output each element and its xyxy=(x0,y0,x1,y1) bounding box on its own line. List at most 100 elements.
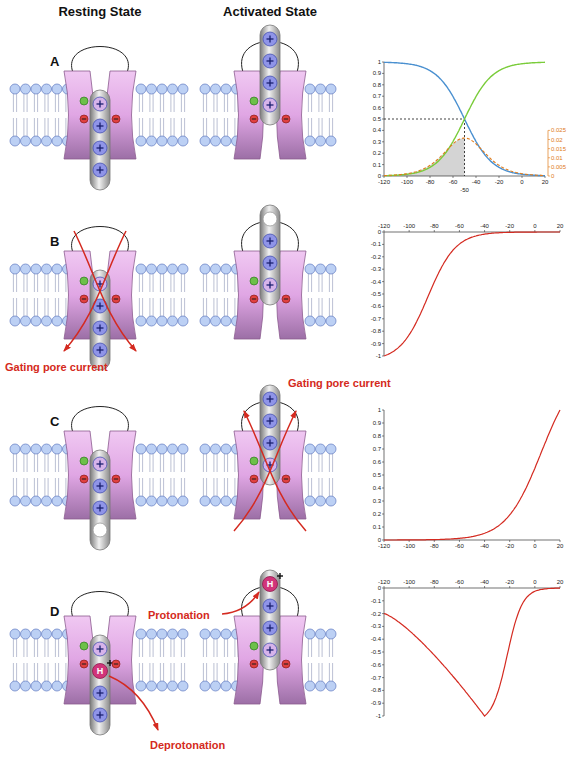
lipid-tail xyxy=(206,273,207,292)
lipid-head xyxy=(316,136,326,146)
lipid-head xyxy=(42,264,52,274)
lipid-head xyxy=(178,264,188,274)
s4-helix xyxy=(90,450,110,550)
lipid-tail xyxy=(217,478,218,497)
lipid-tail xyxy=(234,118,235,137)
lipid-tail xyxy=(322,298,323,317)
s4-helix xyxy=(90,270,110,370)
lipid-tail xyxy=(329,93,330,112)
lipid-tail xyxy=(58,478,59,497)
lipid-head xyxy=(326,444,336,454)
lipid-head xyxy=(316,681,326,691)
lipid-tail xyxy=(184,638,185,657)
axis-tick-label: 0.7 xyxy=(373,446,381,452)
gating-pore-arrow xyxy=(244,411,306,531)
axis-tick-label: -0.4 xyxy=(371,279,381,285)
lipid-tail xyxy=(27,273,28,292)
lipid-tail xyxy=(332,298,333,317)
charge-sign xyxy=(269,80,270,87)
charge-sign xyxy=(284,664,288,665)
column-header: Resting State xyxy=(58,5,141,18)
lipid-tail xyxy=(34,93,35,112)
lipid-tail xyxy=(213,118,214,137)
gating-charge xyxy=(93,97,107,111)
lipid-head xyxy=(305,444,315,454)
lipid-head xyxy=(305,264,315,274)
lipid-tail xyxy=(227,478,228,497)
gating-charge xyxy=(263,76,277,90)
lipid-tail xyxy=(184,298,185,317)
lipid-tail xyxy=(170,273,171,292)
lipid-tail xyxy=(160,118,161,137)
lipid-head xyxy=(31,496,41,506)
lipid-tail xyxy=(44,298,45,317)
charge-sign xyxy=(269,647,270,654)
axis-tick-label: -0.9 xyxy=(371,700,381,706)
lipid-head xyxy=(326,136,336,146)
lipid-head xyxy=(316,316,326,326)
lipid-head xyxy=(316,264,326,274)
gating-pore-arrow xyxy=(64,231,126,351)
axis-tick-label: 0.005 xyxy=(551,164,566,170)
lipid-tail xyxy=(23,93,24,112)
lipid-head xyxy=(31,136,41,146)
lipid-tail xyxy=(217,453,218,472)
lipid-tail xyxy=(181,478,182,497)
lipid-head xyxy=(178,316,188,326)
lipid-tail xyxy=(153,453,154,472)
gating-charge xyxy=(263,436,277,450)
lipid-tail xyxy=(27,478,28,497)
lipid-head xyxy=(168,136,178,146)
lipid-tail xyxy=(184,93,185,112)
lipid-tail xyxy=(58,273,59,292)
lipid-head xyxy=(42,629,52,639)
tick-mark xyxy=(430,176,431,178)
lipid-tail xyxy=(184,453,185,472)
lipid-tail xyxy=(163,638,164,657)
neutral-residue xyxy=(93,523,107,537)
lipid-tail xyxy=(16,273,17,292)
tick-mark xyxy=(476,176,477,178)
lipid-tail xyxy=(329,478,330,497)
lipid-tail xyxy=(23,478,24,497)
axis-tick-label: -0.6 xyxy=(371,662,381,668)
lipid-tail xyxy=(23,453,24,472)
tick-mark xyxy=(509,586,510,588)
panel-letter: D xyxy=(50,605,59,618)
histidine-residue xyxy=(263,577,278,592)
lipid-head xyxy=(168,444,178,454)
lipid-tail xyxy=(329,118,330,137)
charge-sign xyxy=(284,119,288,120)
lipid-head xyxy=(10,264,20,274)
axis-tick-label: 0.1 xyxy=(373,524,381,530)
charge-sign xyxy=(99,325,100,332)
axis-tick-label: 0.6 xyxy=(373,459,381,465)
tick-mark xyxy=(382,62,384,63)
lipid-tail xyxy=(153,298,154,317)
tick-mark xyxy=(548,157,550,158)
lipid-tail xyxy=(13,478,14,497)
panel-letter: B xyxy=(50,235,59,248)
lipid-tail xyxy=(322,273,323,292)
lipid-tail xyxy=(37,663,38,682)
lipid-tail xyxy=(65,93,66,112)
lipid-tail xyxy=(227,273,228,292)
lipid-tail xyxy=(142,118,143,137)
tick-mark xyxy=(382,96,384,97)
lipid-tail xyxy=(163,663,164,682)
neutral-residue xyxy=(263,212,277,226)
tick-mark xyxy=(382,318,384,319)
lipid-head xyxy=(157,136,167,146)
channel-domain xyxy=(64,431,94,519)
lipid-head xyxy=(31,316,41,326)
lipid-tail xyxy=(203,453,204,472)
tick-mark xyxy=(434,586,435,588)
hydrophobic-residue xyxy=(80,457,88,465)
axis-tick-label: -20 xyxy=(505,579,514,585)
lipid-tail xyxy=(322,638,323,657)
axis-tick-label: 1 xyxy=(378,407,381,413)
lipid-tail xyxy=(206,663,207,682)
tick-mark xyxy=(484,230,485,232)
lipid-head xyxy=(211,264,221,274)
response-curve xyxy=(384,62,545,175)
